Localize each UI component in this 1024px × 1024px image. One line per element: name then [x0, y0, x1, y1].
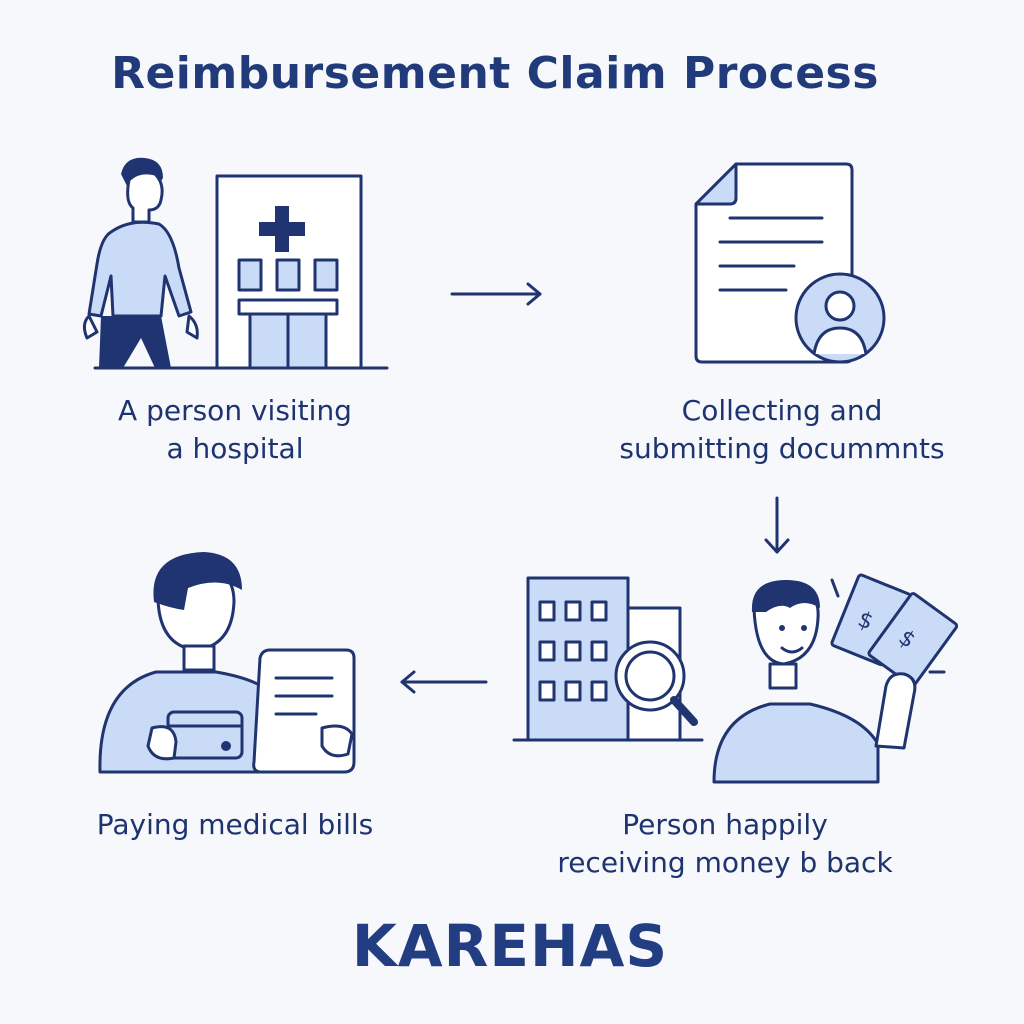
step-caption-money: Person happily receiving money b back	[520, 806, 930, 882]
caption-line: submitting docummnts	[619, 432, 945, 465]
happy-person-icon	[712, 580, 917, 784]
caption-line: Person happily	[622, 808, 828, 841]
arrow-right-icon	[450, 282, 542, 306]
office-building-illustration	[512, 576, 704, 742]
step-caption-paying: Paying medical bills	[60, 806, 410, 844]
hospital-icon	[93, 174, 389, 370]
arrow-left-icon	[400, 670, 488, 694]
page-title: Reimbursement Claim Process	[111, 48, 879, 99]
bill-icon	[252, 648, 356, 774]
caption-line: A person visiting	[118, 394, 352, 427]
magnifier-icon	[614, 640, 698, 726]
step-caption-hospital: A person visiting a hospital	[60, 392, 410, 468]
caption-line: receiving money b back	[557, 846, 893, 879]
caption-line: Paying medical bills	[96, 808, 374, 841]
step-paying-illustration	[98, 552, 356, 774]
caption-line: a hospital	[166, 432, 304, 465]
credit-card-icon	[146, 710, 244, 761]
step-caption-documents: Collecting and submitting docummnts	[582, 392, 982, 468]
step-documents-illustration	[694, 162, 886, 364]
step-hospital-visit-illustration	[82, 157, 389, 370]
person-walking-icon	[82, 157, 199, 368]
happy-person-illustration: $ $	[712, 573, 958, 784]
money-bills-icon: $ $	[830, 573, 958, 688]
caption-line: Collecting and	[681, 394, 883, 427]
arrow-down-icon	[764, 496, 790, 554]
user-badge-icon	[794, 272, 886, 364]
brand-logo: KAREHAS	[351, 912, 669, 980]
